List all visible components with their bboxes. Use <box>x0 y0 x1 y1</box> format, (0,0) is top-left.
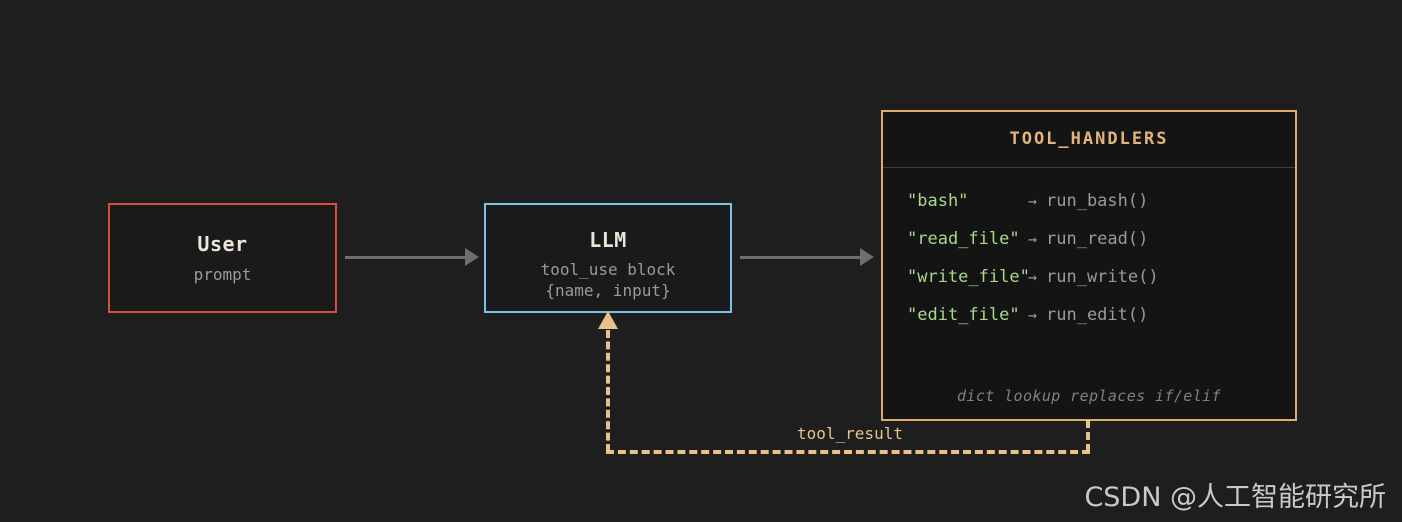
handler-key: "bash" <box>907 191 969 211</box>
watermark: CSDN @人工智能研究所 <box>1084 482 1386 513</box>
node-llm-title: LLM <box>589 228 627 252</box>
node-llm-subtitle-line1: tool_use block <box>540 260 676 279</box>
feedback-edge-label: tool_result <box>791 424 909 443</box>
arrow-llm-to-handlers-head-icon <box>860 248 874 266</box>
handler-key: "edit_file" <box>907 305 1020 325</box>
node-user[interactable]: User prompt <box>108 203 337 313</box>
handler-function: run_write() <box>1046 267 1159 287</box>
node-tool-handlers[interactable]: TOOL_HANDLERS "bash" → run_bash() "read_… <box>881 110 1297 421</box>
handler-key: "read_file" <box>907 229 1020 249</box>
node-llm-subtitle-line2: {name, input} <box>545 281 671 300</box>
handler-arrow-icon: → <box>1028 268 1038 286</box>
tool-handlers-rows: "bash" → run_bash() "read_file" → run_re… <box>883 168 1295 419</box>
handler-function: run_bash() <box>1046 191 1149 211</box>
node-llm[interactable]: LLM tool_use block {name, input} <box>484 203 732 313</box>
handler-function: run_read() <box>1046 229 1149 249</box>
feedback-edge-arrow-head-icon <box>598 311 618 329</box>
arrow-llm-to-handlers-line <box>740 256 862 259</box>
handler-arrow-icon: → <box>1028 306 1038 324</box>
handler-function: run_edit() <box>1046 305 1149 325</box>
feedback-edge-right-segment <box>1086 420 1090 452</box>
handler-row: "bash" → run_bash() <box>883 182 1295 220</box>
feedback-edge-left-segment <box>606 330 610 452</box>
handler-arrow-icon: → <box>1028 230 1038 248</box>
handler-row: "read_file" → run_read() <box>883 220 1295 258</box>
node-user-subtitle: prompt <box>193 265 252 284</box>
node-user-title: User <box>197 232 248 256</box>
tool-handlers-title: TOOL_HANDLERS <box>883 112 1295 168</box>
arrow-user-to-llm-line <box>345 256 467 259</box>
handler-row: "edit_file" → run_edit() <box>883 296 1295 334</box>
handler-arrow-icon: → <box>1028 192 1038 210</box>
handler-key: "write_file" <box>907 267 1030 287</box>
feedback-edge-bottom-segment <box>606 450 1090 454</box>
arrow-user-to-llm-head-icon <box>465 248 479 266</box>
tool-handlers-note: dict lookup replaces if/elif <box>956 387 1222 405</box>
handler-row: "write_file" → run_write() <box>883 258 1295 296</box>
